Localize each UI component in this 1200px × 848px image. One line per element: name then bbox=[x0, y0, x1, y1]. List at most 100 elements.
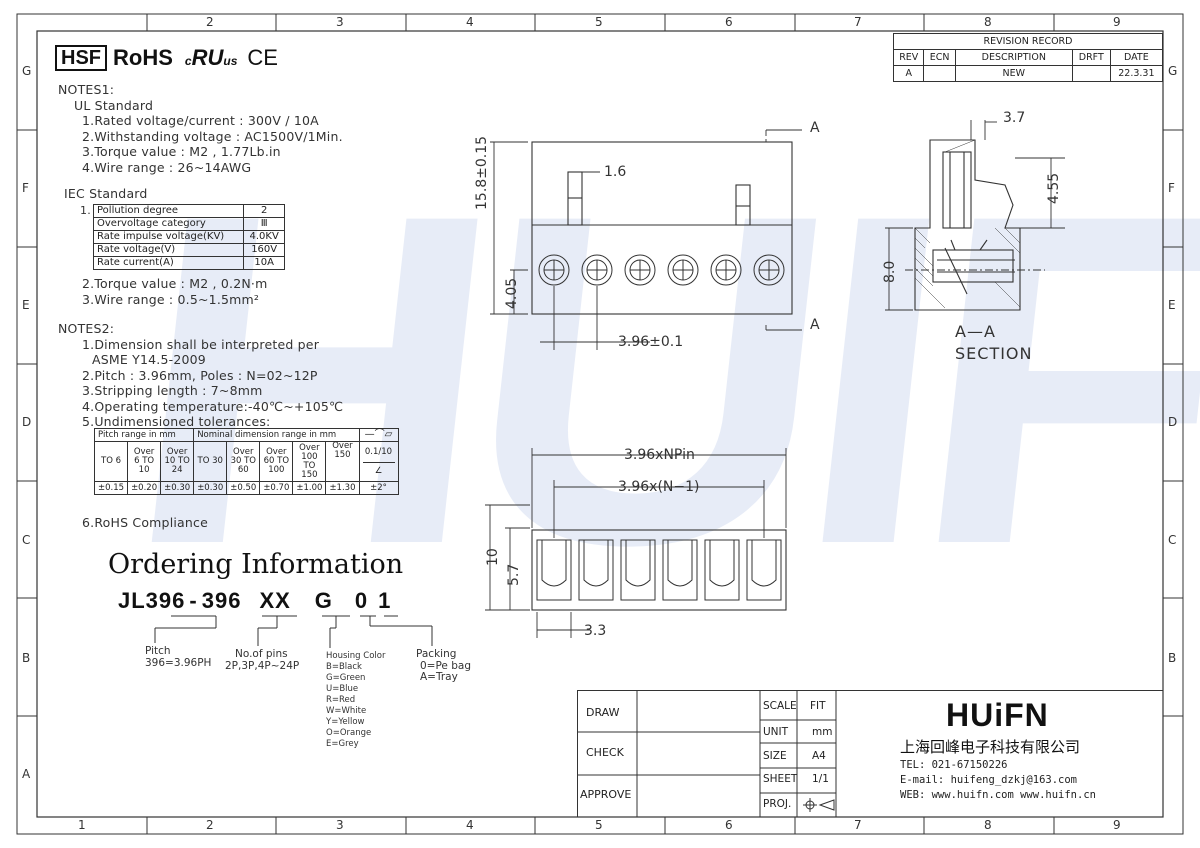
code-series: JL396 bbox=[118, 588, 186, 613]
tol-range: Over 100 TO 150 bbox=[292, 441, 327, 482]
code-pitch: 396 bbox=[201, 588, 242, 613]
tb-scale-value: FIT bbox=[810, 700, 826, 712]
tb-unit: UNIT bbox=[763, 726, 789, 738]
screw-head bbox=[710, 254, 742, 286]
notes2-item: 2.Pitch : 3.96mm, Poles : N=02~12P bbox=[82, 367, 318, 383]
screw-head bbox=[581, 254, 613, 286]
iec-row: Rate impulse voltage(KV)4.0KV bbox=[92, 230, 285, 244]
tb-approve: APPROVE bbox=[580, 788, 632, 801]
tb-unit-value: mm bbox=[812, 726, 833, 738]
grid-row-d-r: D bbox=[1168, 415, 1178, 429]
screw-head bbox=[624, 254, 656, 286]
grid-col-b5: 5 bbox=[595, 818, 603, 832]
grid-col-3: 3 bbox=[336, 15, 344, 29]
code-pack2: 1 bbox=[378, 588, 392, 613]
tol-range: Over 60 TO 100 bbox=[259, 441, 294, 482]
cert-logos: HSF RoHS cRUus CE bbox=[55, 44, 278, 72]
screw-head bbox=[753, 254, 785, 286]
brand-logo: HUiFN bbox=[946, 697, 1049, 733]
notes2-item: 1.Dimension shall be interpreted per bbox=[82, 336, 320, 352]
grid-col-9: 9 bbox=[1113, 15, 1121, 29]
grid-col-b2: 2 bbox=[206, 818, 214, 832]
ul-item: 3.Torque value : M2 , 1.77Lb.in bbox=[82, 144, 281, 159]
grid-col-2: 2 bbox=[206, 15, 214, 29]
grid-row-e-r: E bbox=[1168, 298, 1176, 312]
section-a-bottom: A bbox=[810, 317, 820, 333]
ul-logo: cRUus bbox=[184, 45, 238, 70]
tb-size-value: A4 bbox=[812, 750, 826, 762]
section-label: A—A bbox=[955, 322, 996, 341]
tolerance-table: Pitch range in mm Nominal dimension rang… bbox=[93, 428, 399, 495]
iec-standard-title: IEC Standard bbox=[64, 186, 148, 201]
notes2-title: NOTES2: bbox=[58, 321, 115, 336]
pin-slot bbox=[620, 539, 656, 601]
pin-slot bbox=[578, 539, 614, 601]
top-view bbox=[490, 129, 802, 350]
section-view bbox=[885, 120, 1065, 311]
section-a-top: A bbox=[810, 120, 820, 136]
grid-row-d: D bbox=[22, 415, 32, 429]
tb-sheet-value: 1/1 bbox=[812, 773, 829, 785]
code-dash: - bbox=[189, 588, 198, 613]
ul-item: 2.Withstanding voltage : AC1500V/1Min. bbox=[82, 128, 343, 144]
grid-col-b9: 9 bbox=[1113, 818, 1121, 832]
dim-15-8: 15.8±0.15 bbox=[474, 135, 490, 210]
tol-range: Over 30 TO 60 bbox=[226, 441, 261, 482]
dim-8-0: 8.0 bbox=[882, 260, 898, 283]
dim-5-7: 5.7 bbox=[506, 563, 522, 586]
screw-head bbox=[667, 254, 699, 286]
grid-col-4: 4 bbox=[466, 15, 474, 29]
grid-row-f-r: F bbox=[1168, 181, 1175, 195]
dim-4-55: 4.55 bbox=[1046, 172, 1062, 204]
tb-scale: SCALE bbox=[763, 700, 797, 712]
grid-row-b-r: B bbox=[1168, 651, 1177, 665]
notes2-item: ASME Y14.5-2009 bbox=[92, 352, 206, 367]
dim-n-minus-1: 3.96x(N−1) bbox=[618, 479, 700, 495]
ul-item: 4.Wire range : 26~14AWG bbox=[82, 159, 252, 175]
ordering-code: JL396 - 396 XX G 0 1 bbox=[118, 588, 391, 614]
grid-col-b7: 7 bbox=[854, 818, 862, 832]
tb-sheet: SHEET bbox=[763, 773, 798, 785]
tb-size: SIZE bbox=[763, 750, 787, 762]
tb-proj: PROJ. bbox=[763, 798, 792, 810]
notes2-item: 5.Undimensioned tolerances: bbox=[82, 414, 271, 429]
ul-item: 1.Rated voltage/current : 300V / 10A bbox=[82, 113, 319, 128]
pin-slot bbox=[746, 539, 782, 601]
grid-row-f: F bbox=[22, 181, 29, 195]
iec-num: 1. bbox=[80, 204, 91, 217]
tol-value: ±1.30 bbox=[325, 481, 360, 495]
dim-1-6: 1.6 bbox=[604, 164, 627, 180]
grid-col-7: 7 bbox=[854, 15, 862, 29]
grid-row-c: C bbox=[22, 533, 31, 547]
pin-slot bbox=[662, 539, 698, 601]
pin-slot bbox=[536, 539, 572, 601]
code-pins: XX bbox=[259, 588, 291, 613]
notes1-title: NOTES1: bbox=[58, 82, 115, 97]
ce-logo: CE bbox=[247, 45, 278, 70]
tb-draw: DRAW bbox=[586, 706, 620, 719]
company-web: WEB: www.huifn.com www.huifn.cn bbox=[900, 789, 1096, 801]
notes1: NOTES1: UL Standard 1.Rated voltage/curr… bbox=[58, 82, 343, 175]
code-pack1: 0 bbox=[354, 588, 369, 613]
screw-head bbox=[538, 254, 570, 286]
pin-slots bbox=[536, 539, 782, 601]
grid-row-b: B bbox=[22, 651, 31, 665]
iec-item: 2.Torque value : M2 , 0.2N·m bbox=[82, 276, 268, 291]
ul-standard-title: UL Standard bbox=[74, 97, 154, 113]
notes2: NOTES2: 1.Dimension shall be interpreted… bbox=[58, 321, 343, 430]
iec-row: Rate current(A)10A bbox=[92, 256, 285, 270]
grid-col-8: 8 bbox=[984, 15, 992, 29]
grid-col-b1: 1 bbox=[78, 818, 86, 832]
grid-col-b8: 8 bbox=[984, 818, 992, 832]
grid-col-b3: 3 bbox=[336, 818, 344, 832]
grid-row-g: G bbox=[22, 64, 32, 78]
iec-item: 3.Wire range : 0.5~1.5mm² bbox=[82, 291, 260, 307]
ordering-title: Ordering Information bbox=[108, 549, 404, 580]
dim-3-96: 3.96±0.1 bbox=[618, 334, 684, 350]
